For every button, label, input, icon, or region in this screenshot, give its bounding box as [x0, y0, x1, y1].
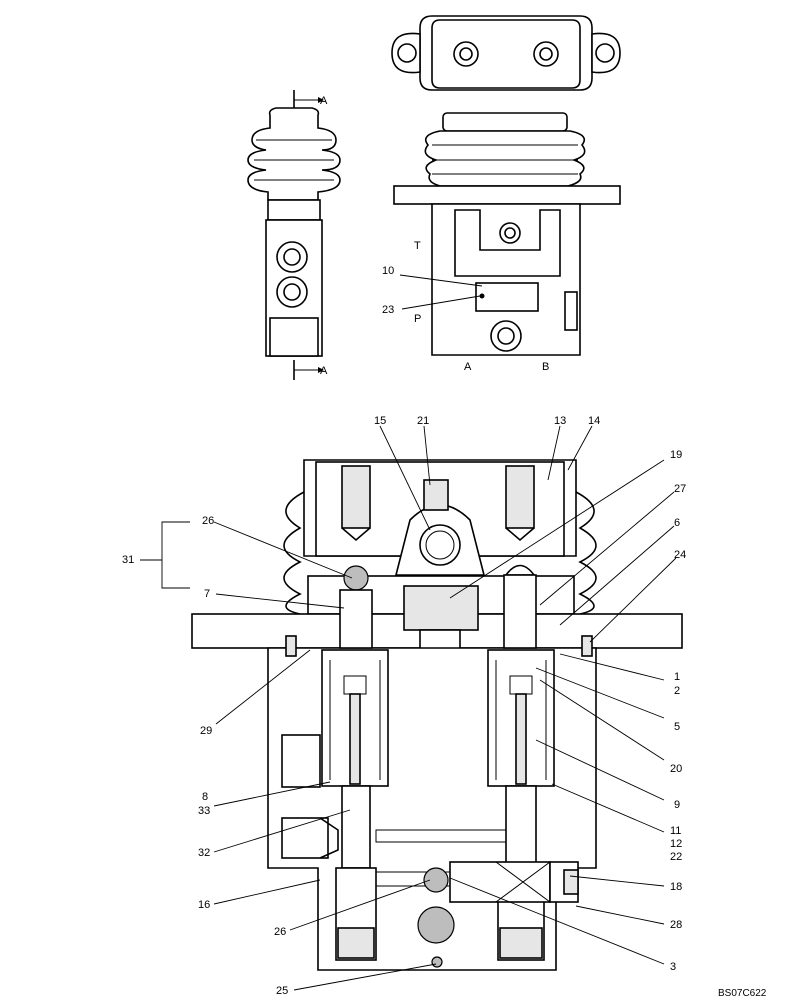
callout-26-upper: 26	[202, 515, 214, 527]
callout-33: 33	[198, 805, 210, 817]
callout-32: 32	[198, 847, 210, 859]
callout-5: 5	[674, 721, 680, 733]
port-label-b: B	[542, 361, 549, 373]
callout-11: 11	[670, 825, 681, 837]
top-view-flange	[391, 15, 621, 91]
callout-21: 21	[417, 415, 429, 427]
callout-1: 1	[674, 671, 680, 683]
callout-8: 8	[202, 791, 208, 803]
callout-28: 28	[670, 919, 682, 931]
callout-27: 27	[674, 483, 686, 495]
callout-20: 20	[670, 763, 682, 775]
callout-29: 29	[200, 725, 212, 737]
callout-19: 19	[670, 449, 682, 461]
callout-31: 31	[122, 554, 134, 566]
callout-25: 25	[276, 985, 288, 997]
callout-6: 6	[674, 517, 680, 529]
callout-24: 24	[674, 549, 686, 561]
callout-12: 12	[670, 838, 682, 850]
callout-14: 14	[588, 415, 600, 427]
section-view	[191, 459, 683, 971]
front-view: T P A B	[393, 112, 621, 373]
figure-code: BS07C622	[718, 988, 767, 999]
leader-lines	[140, 274, 677, 991]
callout-22: 22	[670, 851, 682, 863]
callout-2: 2	[674, 685, 680, 697]
port-label-p: P	[414, 313, 421, 325]
callout-labels: 10 23 15 21 13 14 19 27 6 24 26 31 7 1 2…	[122, 265, 686, 997]
callout-3: 3	[670, 961, 676, 973]
callout-15: 15	[374, 415, 386, 427]
callout-10: 10	[382, 265, 394, 277]
section-mark-top: A	[320, 95, 328, 107]
port-label-t: T	[414, 240, 421, 252]
callout-9: 9	[674, 799, 680, 811]
callout-7: 7	[204, 588, 210, 600]
callout-23: 23	[382, 304, 394, 316]
callout-18: 18	[670, 881, 682, 893]
callout-13: 13	[554, 415, 566, 427]
callout-16: 16	[198, 899, 210, 911]
callout-26-lower: 26	[274, 926, 286, 938]
port-label-a: A	[464, 361, 472, 373]
section-mark-bottom: A	[320, 365, 328, 377]
side-view: A A	[247, 90, 341, 380]
